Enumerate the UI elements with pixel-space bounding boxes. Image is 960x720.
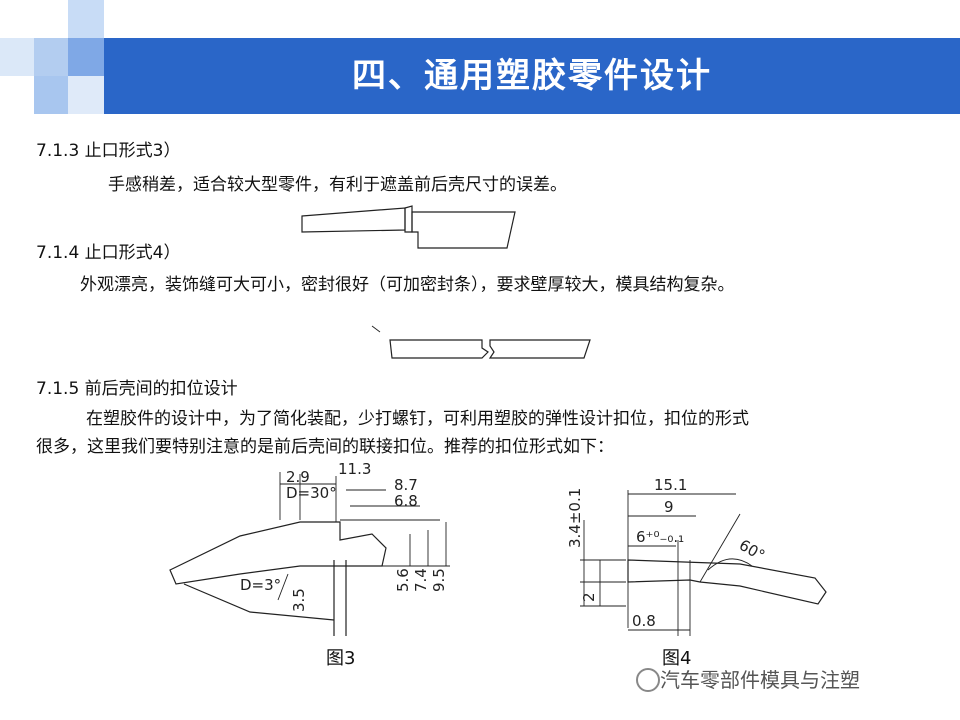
figure-4-caption: 图4 [662, 648, 692, 669]
section-heading-715: 7.1.5 前后壳间的扣位设计 [36, 379, 238, 399]
title-banner [104, 38, 960, 114]
watermark-text: 汽车零部件模具与注塑 [660, 668, 860, 692]
figure-3-drawing: 2.9 11.3 8.7 6.8 D=30° D=3° 3.5 5.6 7.4 … [169, 460, 450, 636]
fig4-dim-text: 3.4±0.1 [566, 488, 584, 548]
corner-decoration [34, 38, 68, 76]
fig4-dim-text: 6⁺⁰₋₀.₁ [636, 528, 684, 546]
corner-decoration [0, 38, 34, 76]
section-body-713: 手感稍差，适合较大型零件，有利于遮盖前后壳尺寸的误差。 [108, 175, 567, 195]
corner-decoration [68, 38, 104, 76]
fig4-dim-text: 9 [664, 498, 674, 516]
wechat-icon [636, 668, 660, 692]
fig3-dim-text: 8.7 [394, 476, 418, 494]
section-heading-713: 7.1.3 止口形式3） [36, 141, 181, 161]
section-body-715-line1: 在塑胶件的设计中，为了简化装配，少打螺钉，可利用塑胶的弹性设计扣位，扣位的形式 [86, 409, 749, 429]
corner-decoration [68, 0, 104, 38]
fig4-dim-text: 0.8 [632, 612, 656, 630]
figure-4-drawing: 15.1 9 6⁺⁰₋₀.₁ 3.4±0.1 60° 2 0.8 [566, 476, 827, 636]
section-body-714: 外观漂亮，装饰缝可大可小，密封很好（可加密封条），要求壁厚较大，模具结构复杂。 [80, 275, 735, 295]
section-body-715-line2: 很多，这里我们要特别注意的是前后壳间的联接扣位。推荐的扣位形式如下： [36, 437, 614, 457]
fig3-angle-text: D=30° [286, 484, 337, 502]
figure-3-caption: 图3 [326, 648, 356, 669]
fig3-dim-text: 9.5 [430, 568, 448, 592]
fig3-dim-text: 3.5 [290, 588, 308, 612]
slide-title: 四、通用塑胶零件设计 [352, 56, 712, 96]
corner-decoration [34, 76, 68, 114]
section-heading-714: 7.1.4 止口形式4） [36, 243, 181, 263]
fig3-dim-text: 11.3 [338, 460, 371, 478]
fig3-dim-text: 6.8 [394, 492, 418, 510]
fig3-dim-text: 2.9 [286, 468, 310, 486]
corner-decoration [68, 76, 104, 114]
lip-form-3-drawing [301, 205, 516, 249]
fig3-dim-text: 5.6 [394, 568, 412, 592]
fig4-dim-text: 2 [580, 592, 598, 602]
fig3-dim-text: 7.4 [412, 568, 430, 592]
fig4-dim-text: 15.1 [654, 476, 687, 494]
fig3-angle-text: D=3° [240, 576, 281, 594]
lip-form-4-drawing [371, 325, 591, 359]
